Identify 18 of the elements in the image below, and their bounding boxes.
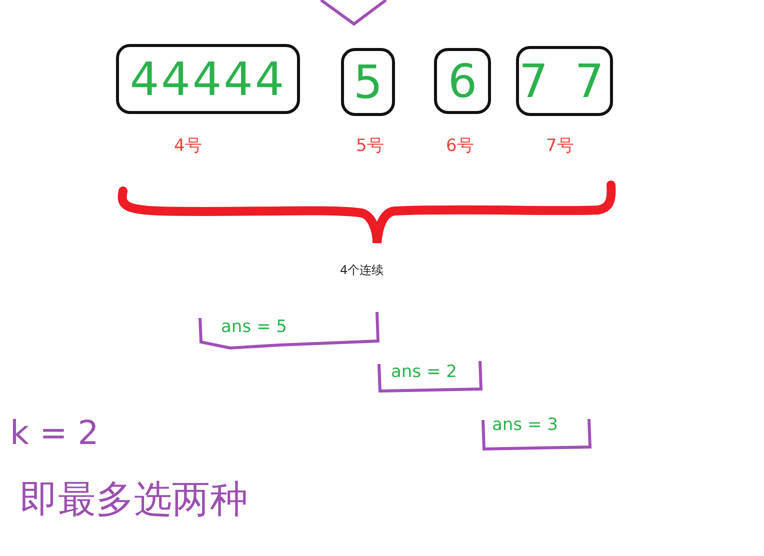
box-label: 4号 (174, 135, 202, 157)
parameter-text: k = 2 (10, 414, 99, 452)
note-text: 即最多选两种 (20, 478, 248, 522)
box-label: 7号 (546, 135, 574, 157)
answer-text: ans = 3 (492, 416, 558, 436)
box-label: 6号 (446, 135, 474, 157)
number-box (116, 44, 300, 114)
number-box (434, 48, 491, 114)
box-label: 5号 (356, 135, 384, 157)
handwritten-digits: 6 (448, 58, 478, 104)
handwritten-digits: 5 (353, 59, 383, 105)
answer-text: ans = 2 (391, 363, 457, 383)
answer-text: ans = 5 (221, 318, 287, 338)
number-box (516, 46, 613, 116)
handwritten-digits: 44444 (130, 56, 286, 102)
caption-text: 4个连续 (340, 264, 384, 278)
number-box (341, 48, 395, 116)
handwritten-digits: 7 7 (518, 58, 610, 104)
